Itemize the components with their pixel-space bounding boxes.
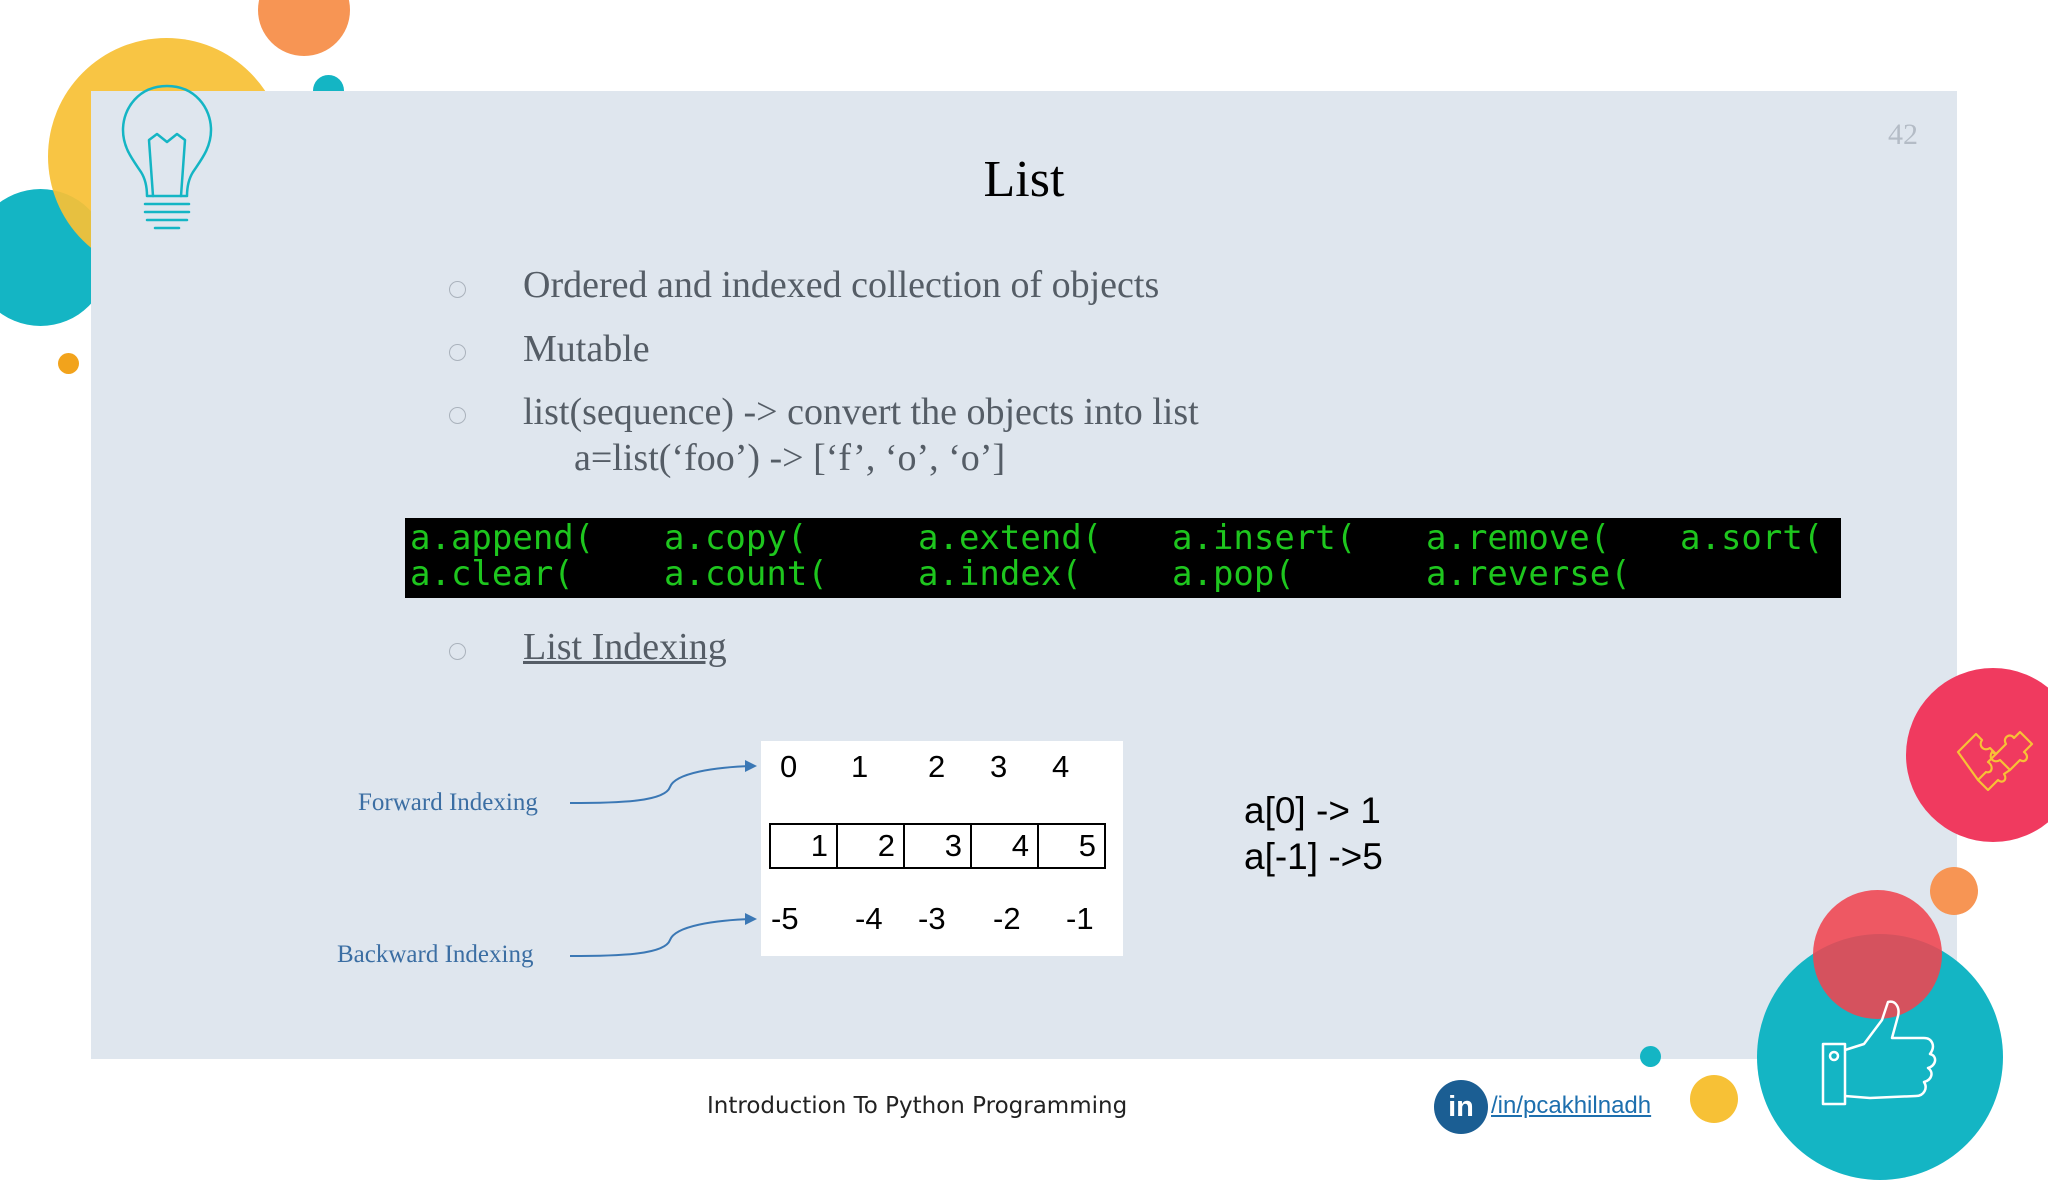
bullet-marker [449, 407, 466, 424]
forward-index: 1 [851, 749, 869, 784]
indexing-diagram: 0 1 2 3 4 1 2 3 4 5 -5 -4 -3 -2 -1 [761, 741, 1123, 956]
forward-index: 0 [780, 749, 798, 784]
list-methods-block: a.append( a.copy( a.extend( a.insert( a.… [405, 518, 1841, 598]
method-name: a.index( [918, 554, 1082, 594]
deco-circle-orange-top [258, 0, 350, 56]
deco-circle-orange-right [1930, 867, 1978, 915]
list-cell: 2 [836, 823, 905, 869]
backward-indexing-label: Backward Indexing [337, 941, 534, 968]
forward-index: 3 [990, 749, 1008, 784]
bullet-text: Ordered and indexed collection of object… [523, 264, 1160, 306]
forward-indexing-label: Forward Indexing [358, 789, 538, 816]
arrow-icon [569, 760, 757, 804]
linkedin-icon[interactable]: in [1434, 1080, 1488, 1134]
deco-circle-yellow-small [58, 353, 79, 374]
footer-course-title: Introduction To Python Programming [707, 1093, 1128, 1119]
list-indexing-link[interactable]: List Indexing [523, 626, 727, 668]
backward-index: -5 [771, 901, 799, 936]
forward-index: 2 [928, 749, 946, 784]
deco-circle-yellow-bottom [1690, 1075, 1738, 1123]
method-name: a.extend( [918, 518, 1103, 558]
method-name: a.copy( [664, 518, 808, 558]
backward-index: -3 [918, 901, 946, 936]
bullet-text: list(sequence) -> convert the objects in… [523, 391, 1199, 433]
linkedin-icon-text: in [1448, 1090, 1474, 1123]
slide-title: List [983, 151, 1065, 208]
list-cell: 5 [1037, 823, 1106, 869]
method-name: a.count( [664, 554, 828, 594]
backward-index: -2 [993, 901, 1021, 936]
method-name: a.clear( [410, 554, 574, 594]
slide-number: 42 [1888, 118, 1918, 151]
lightbulb-icon [121, 84, 213, 230]
thumbs-up-icon [1821, 1000, 1937, 1106]
method-name: a.insert( [1172, 518, 1357, 558]
forward-index: 4 [1052, 749, 1070, 784]
list-cell: 4 [970, 823, 1039, 869]
list-example-line: a=list(‘foo’) -> [‘f’, ‘o’, ‘o’] [574, 437, 1006, 479]
method-name: a.sort( [1680, 518, 1824, 558]
deco-circle-teal-tiny [1640, 1046, 1661, 1067]
bullet-marker [449, 344, 466, 361]
bullet-marker [449, 281, 466, 298]
arrow-icon [569, 913, 757, 957]
list-cell: 3 [903, 823, 972, 869]
backward-index: -4 [855, 901, 883, 936]
method-name: a.append( [410, 518, 595, 558]
method-name: a.remove( [1426, 518, 1611, 558]
list-cell: 1 [769, 823, 838, 869]
access-example: a[0] -> 1 [1244, 790, 1381, 831]
bullet-marker [449, 643, 466, 660]
method-name: a.pop( [1172, 554, 1295, 594]
bullet-text: Mutable [523, 328, 650, 370]
puzzle-icon [1956, 730, 2034, 792]
linkedin-profile-link[interactable]: /in/pcakhilnadh [1491, 1092, 1652, 1119]
access-example: a[-1] ->5 [1244, 836, 1383, 877]
backward-index: -1 [1066, 901, 1094, 936]
deco-circle-pink-right [1906, 668, 2048, 842]
deco-circle-red-overlap [1813, 890, 1942, 1019]
list-cells: 1 2 3 4 5 [769, 823, 1106, 869]
method-name: a.reverse( [1426, 554, 1631, 594]
